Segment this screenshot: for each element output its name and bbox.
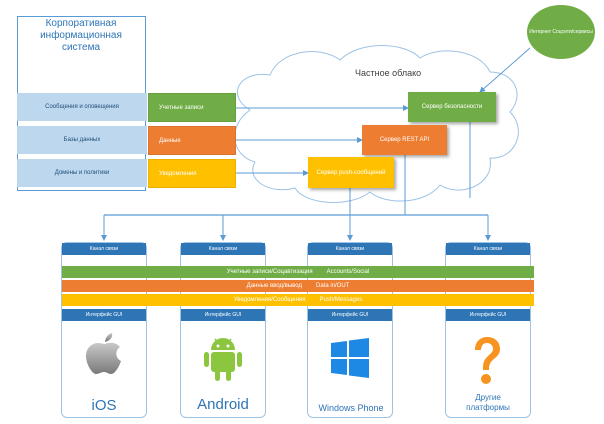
gui-label-windows: Интерфейс GUI bbox=[308, 309, 392, 321]
gui-label-ios: Интерфейс GUI bbox=[62, 309, 146, 321]
corp-row-databases: Базы данных bbox=[17, 126, 147, 154]
private-cloud-shape bbox=[234, 45, 519, 203]
private-cloud-label: Частное облако bbox=[355, 68, 422, 78]
bar-data-en: Data in/OUT bbox=[316, 283, 350, 289]
channel-label: Канал связи bbox=[446, 243, 530, 255]
push-server: Сервер push-сообщений bbox=[308, 157, 394, 188]
bar-push-ru: Уведомления/Сообщения bbox=[233, 297, 306, 303]
rest-api-server: Сервер REST API bbox=[362, 125, 447, 155]
feed-data: Данные bbox=[148, 126, 236, 155]
apple-icon bbox=[86, 333, 121, 374]
bar-accounts-en: Accounts/Social bbox=[326, 269, 370, 275]
android-icon bbox=[204, 338, 242, 381]
windows-icon bbox=[331, 338, 369, 378]
channel-label: Канал связи bbox=[308, 243, 392, 255]
corp-row-messages: Сообщения и оповещения bbox=[17, 93, 147, 121]
channel-label: Канал связи bbox=[62, 243, 146, 255]
platform-name-ios: iOS bbox=[91, 397, 117, 414]
platform-name-android: Android bbox=[197, 396, 249, 413]
gui-label-android: Интерфейс GUI bbox=[181, 309, 265, 321]
bar-push-messages: Уведомления/Сообщения Push/Messages bbox=[62, 294, 534, 306]
feed-accounts: Учетные записи bbox=[148, 93, 236, 122]
bar-data-io: Данные ввод/вывод Data in/OUT bbox=[62, 280, 534, 292]
gui-label-other: Интерфейс GUI bbox=[446, 309, 530, 321]
platform-name-other: Другие платформы bbox=[466, 393, 510, 412]
bar-accounts-ru: Учетные записи/Соцавтизация bbox=[226, 269, 313, 275]
corp-row-domains: Домены и политики bbox=[17, 159, 147, 187]
bar-push-en: Push/Messages bbox=[319, 297, 363, 303]
bar-data-ru: Данные ввод/вывод bbox=[246, 283, 302, 289]
platform-name-windows-phone: Windows Phone bbox=[318, 403, 384, 413]
channel-label: Канал связи bbox=[181, 243, 265, 255]
corporate-system-title: Корпоративная информационная система bbox=[40, 18, 122, 53]
bar-accounts-social: Учетные записи/Соцавтизация Accounts/Soc… bbox=[62, 266, 534, 278]
security-server: Сервер безопасности bbox=[408, 92, 496, 122]
question-mark-icon bbox=[475, 337, 500, 384]
internet-social-node: Интернет Соцсети/сервисы bbox=[527, 5, 595, 59]
feed-notifications: Уведомления bbox=[148, 159, 236, 188]
